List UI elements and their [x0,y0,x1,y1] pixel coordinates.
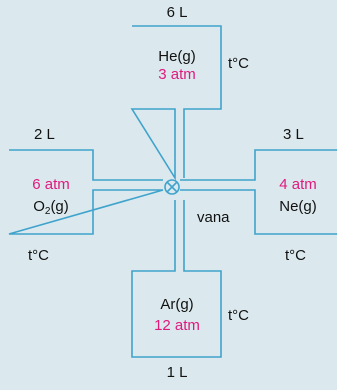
left-container [8,149,164,235]
bottom-container [131,200,222,358]
left-gas-label: O2(g) [33,198,69,217]
top-temperature-label: t°C [228,55,249,72]
left-temperature-label: t°C [28,247,49,264]
valve-label: vana [197,209,230,226]
right-container [180,149,337,235]
top-container [130,25,222,181]
top-pressure-label: 3 atm [158,66,196,83]
bottom-temperature-label: t°C [228,307,249,324]
top-gas-label: He(g) [158,48,196,65]
left-volume-label: 2 L [34,126,55,143]
top-volume-label: 6 L [166,4,188,21]
valve-icon [164,179,180,195]
left-pressure-label: 6 atm [32,176,70,193]
bottom-pressure-label: 12 atm [154,317,200,334]
right-pressure-label: 4 atm [279,176,317,193]
right-gas-label: Ne(g) [279,198,317,215]
right-temperature-label: t°C [285,247,306,264]
bottom-volume-label: 1 L [166,364,188,381]
bottom-gas-label: Ar(g) [160,296,194,313]
right-volume-label: 3 L [283,126,304,143]
